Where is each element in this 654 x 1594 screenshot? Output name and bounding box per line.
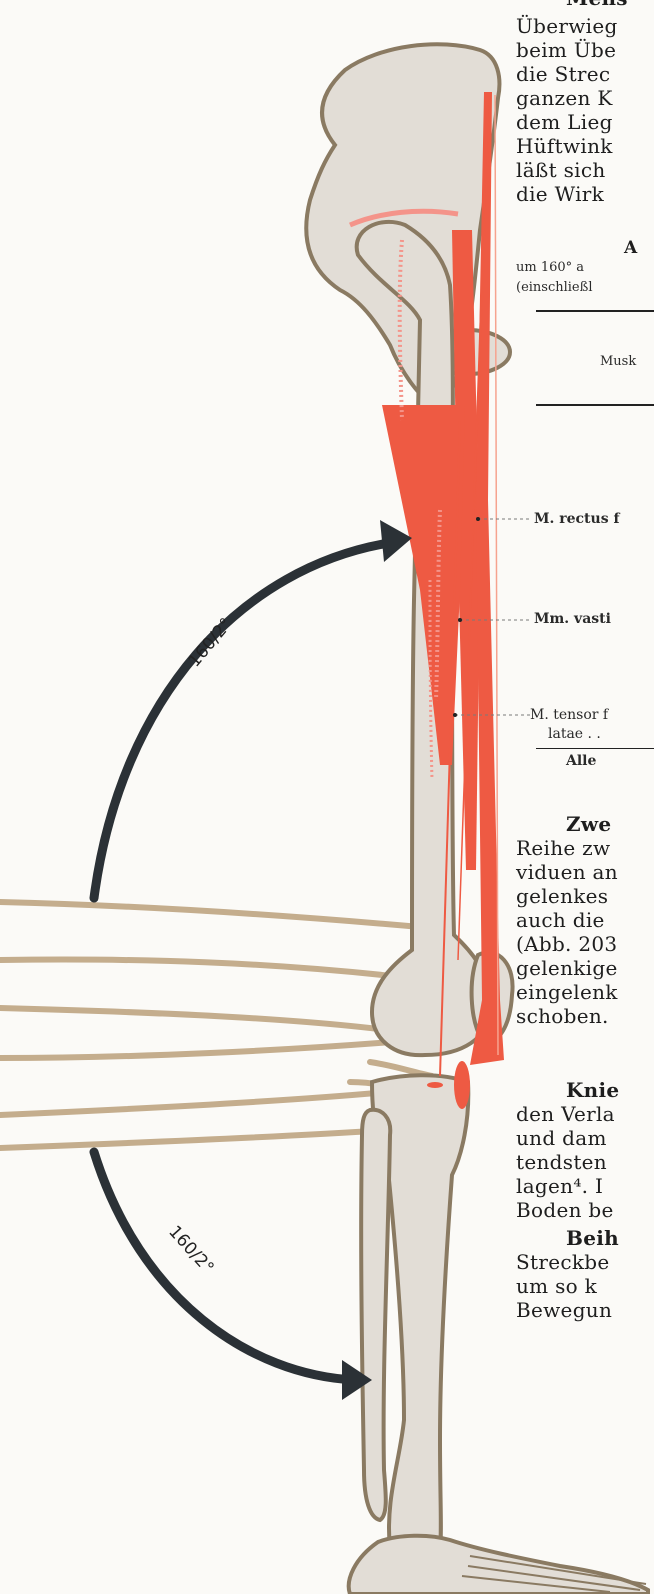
- table-total-rule: [536, 748, 654, 749]
- text-line: die Strec: [516, 62, 610, 86]
- text-line: viduen an: [516, 860, 618, 884]
- text-line: lagen⁴. I: [516, 1174, 603, 1198]
- text-line: Bewegun: [516, 1298, 612, 1322]
- text-line: (Abb. 203: [516, 932, 617, 956]
- text-line: Boden be: [516, 1198, 614, 1222]
- text-line: den Verla: [516, 1102, 615, 1126]
- text-line: und dam: [516, 1126, 607, 1150]
- table-top-rule: [536, 310, 654, 312]
- text-line: gelenkige: [516, 956, 618, 980]
- lower-angle-label: 160/2°: [164, 1222, 217, 1278]
- text-line: um so k: [516, 1274, 597, 1298]
- text-line: gelenkes: [516, 884, 608, 908]
- table-title: A: [624, 236, 638, 260]
- top-paragraph-heading: Mens: [566, 0, 628, 10]
- fibula-bone: [361, 1110, 390, 1520]
- text-line: Überwieg: [516, 14, 618, 38]
- text-line: läßt sich: [516, 158, 606, 182]
- table-row-tensor: M. tensor f: [530, 707, 608, 723]
- table-caption-line: (einschließl: [516, 280, 592, 296]
- lower-angle-arc: [94, 1152, 355, 1380]
- paragraph-3-heading: Knie: [566, 1078, 619, 1102]
- text-line: beim Übe: [516, 38, 616, 62]
- text-line: Hüftwink: [516, 134, 613, 158]
- tibial-insertion: [454, 1061, 470, 1109]
- table-total: Alle: [566, 753, 596, 769]
- table-row-rectus: M. rectus f: [534, 511, 619, 527]
- text-line: auch die: [516, 908, 605, 932]
- table-row-tensor-cont: latae . .: [548, 726, 601, 742]
- paragraph-4-heading: Beih: [566, 1226, 619, 1250]
- upper-angle-arc: [94, 542, 395, 898]
- patella-tendon-mark: [427, 1082, 443, 1088]
- text-line: eingelenk: [516, 980, 618, 1004]
- text-line: die Wirk: [516, 182, 604, 206]
- text-line: tendsten: [516, 1150, 607, 1174]
- table-caption-line: um 160° a: [516, 260, 584, 276]
- upper-angle-label: 160/2°: [185, 614, 237, 671]
- table-header-rule: [536, 404, 654, 406]
- text-line: schoben.: [516, 1004, 609, 1028]
- table-row-vasti: Mm. vasti: [534, 611, 611, 627]
- text-line: Reihe zw: [516, 836, 610, 860]
- text-line: ganzen K: [516, 86, 613, 110]
- paragraph-2-heading: Zwe: [566, 812, 611, 836]
- text-line: dem Lieg: [516, 110, 613, 134]
- text-line: Streckbe: [516, 1250, 610, 1274]
- table-header: Musk: [600, 354, 636, 370]
